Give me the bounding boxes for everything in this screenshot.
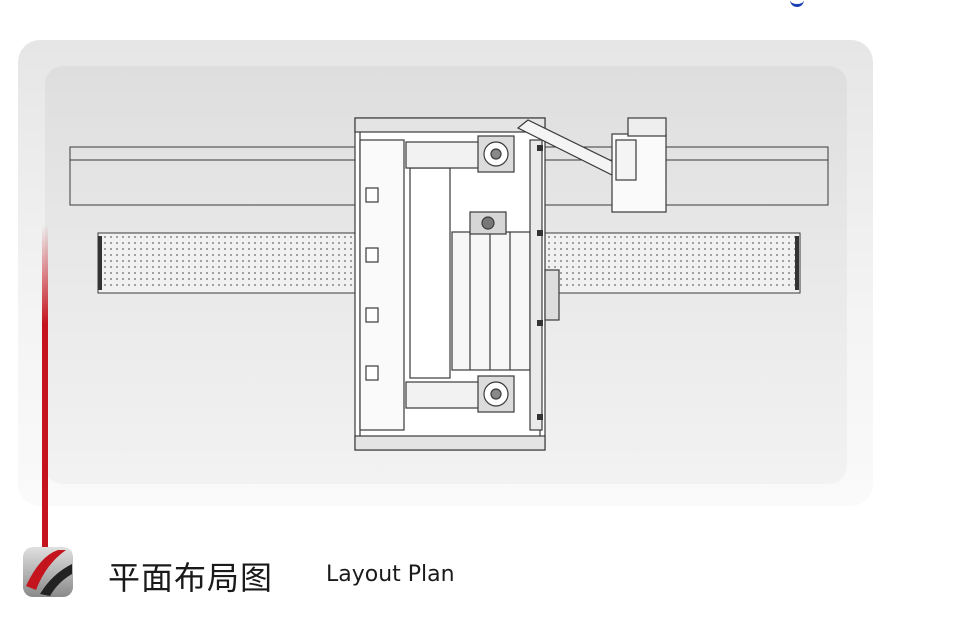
accent-line [42, 225, 48, 555]
left-beam [359, 139, 405, 431]
work-area [451, 231, 531, 371]
right-rail [529, 139, 543, 431]
right-table-holes [548, 236, 797, 290]
left-upper-rail [69, 146, 356, 206]
caption-title-en: Layout Plan [326, 562, 455, 587]
brand-stripe-icon [23, 547, 73, 597]
top-edge-mark [790, 0, 804, 7]
top-head [405, 141, 483, 169]
bottom-head [405, 381, 483, 409]
caption-title-cn: 平面布局图 [108, 559, 274, 597]
center-column [409, 167, 451, 379]
left-table-holes [100, 236, 354, 290]
